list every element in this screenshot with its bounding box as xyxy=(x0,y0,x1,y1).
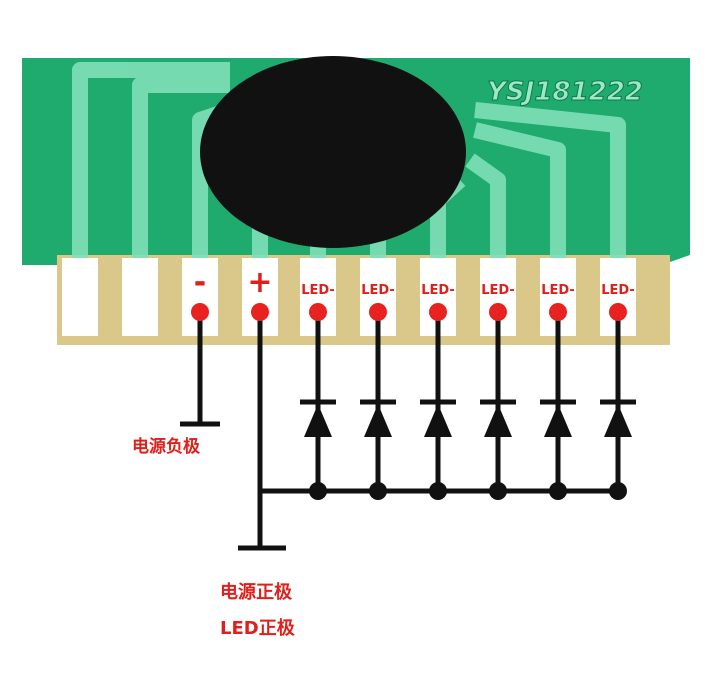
diode-symbol-icon xyxy=(604,404,632,437)
diode-1 xyxy=(300,312,336,500)
pin-label-6: LED- xyxy=(361,283,395,298)
board-model-text: YSJ181222 xyxy=(487,77,643,107)
pin-contact-dot-5 xyxy=(309,303,327,321)
wiring xyxy=(180,303,636,551)
bus-junction-dot xyxy=(609,482,627,500)
pin-label-9: LED- xyxy=(541,283,575,298)
diode-5 xyxy=(540,312,576,500)
diode-symbol-icon xyxy=(544,404,572,437)
bus-junction-dot xyxy=(429,482,447,500)
power-positive-caption: 电源正极 xyxy=(220,582,292,603)
diode-2 xyxy=(360,312,396,500)
diode-symbol-icon xyxy=(484,404,512,437)
pin-label-4: + xyxy=(247,265,272,300)
chip-blob xyxy=(200,56,466,248)
diode-symbol-icon xyxy=(364,404,392,437)
pin-label-8: LED- xyxy=(481,283,515,298)
pin-contact-dot-6 xyxy=(369,303,387,321)
bus-junction-dot xyxy=(489,482,507,500)
pin-contact-dot-4 xyxy=(251,303,269,321)
pin-pad-1 xyxy=(62,258,98,336)
bus-junction-dot xyxy=(309,482,327,500)
pin-pad-2 xyxy=(122,258,158,336)
pin-contact-dot-10 xyxy=(609,303,627,321)
diode-symbol-icon xyxy=(304,404,332,437)
bus-junction-dot xyxy=(549,482,567,500)
pin-label-5: LED- xyxy=(301,283,335,298)
diode-4 xyxy=(480,312,516,500)
diode-symbol-icon xyxy=(424,404,452,437)
power-negative-caption: 电源负极 xyxy=(132,437,200,457)
bus-junction-dot xyxy=(369,482,387,500)
diode-3 xyxy=(420,312,456,500)
pin-label-3: - xyxy=(194,265,206,300)
pin-contact-dot-9 xyxy=(549,303,567,321)
pin-label-7: LED- xyxy=(421,283,455,298)
led-positive-caption: LED正极 xyxy=(220,618,295,639)
pin-contact-dot-3 xyxy=(191,303,209,321)
pin-labels: - + LED- LED- LED- LED- LED- LED- xyxy=(194,265,635,300)
pin-label-10: LED- xyxy=(601,283,635,298)
pin-contact-dot-8 xyxy=(489,303,507,321)
diode-6 xyxy=(600,312,636,500)
pin-contact-dot-7 xyxy=(429,303,447,321)
